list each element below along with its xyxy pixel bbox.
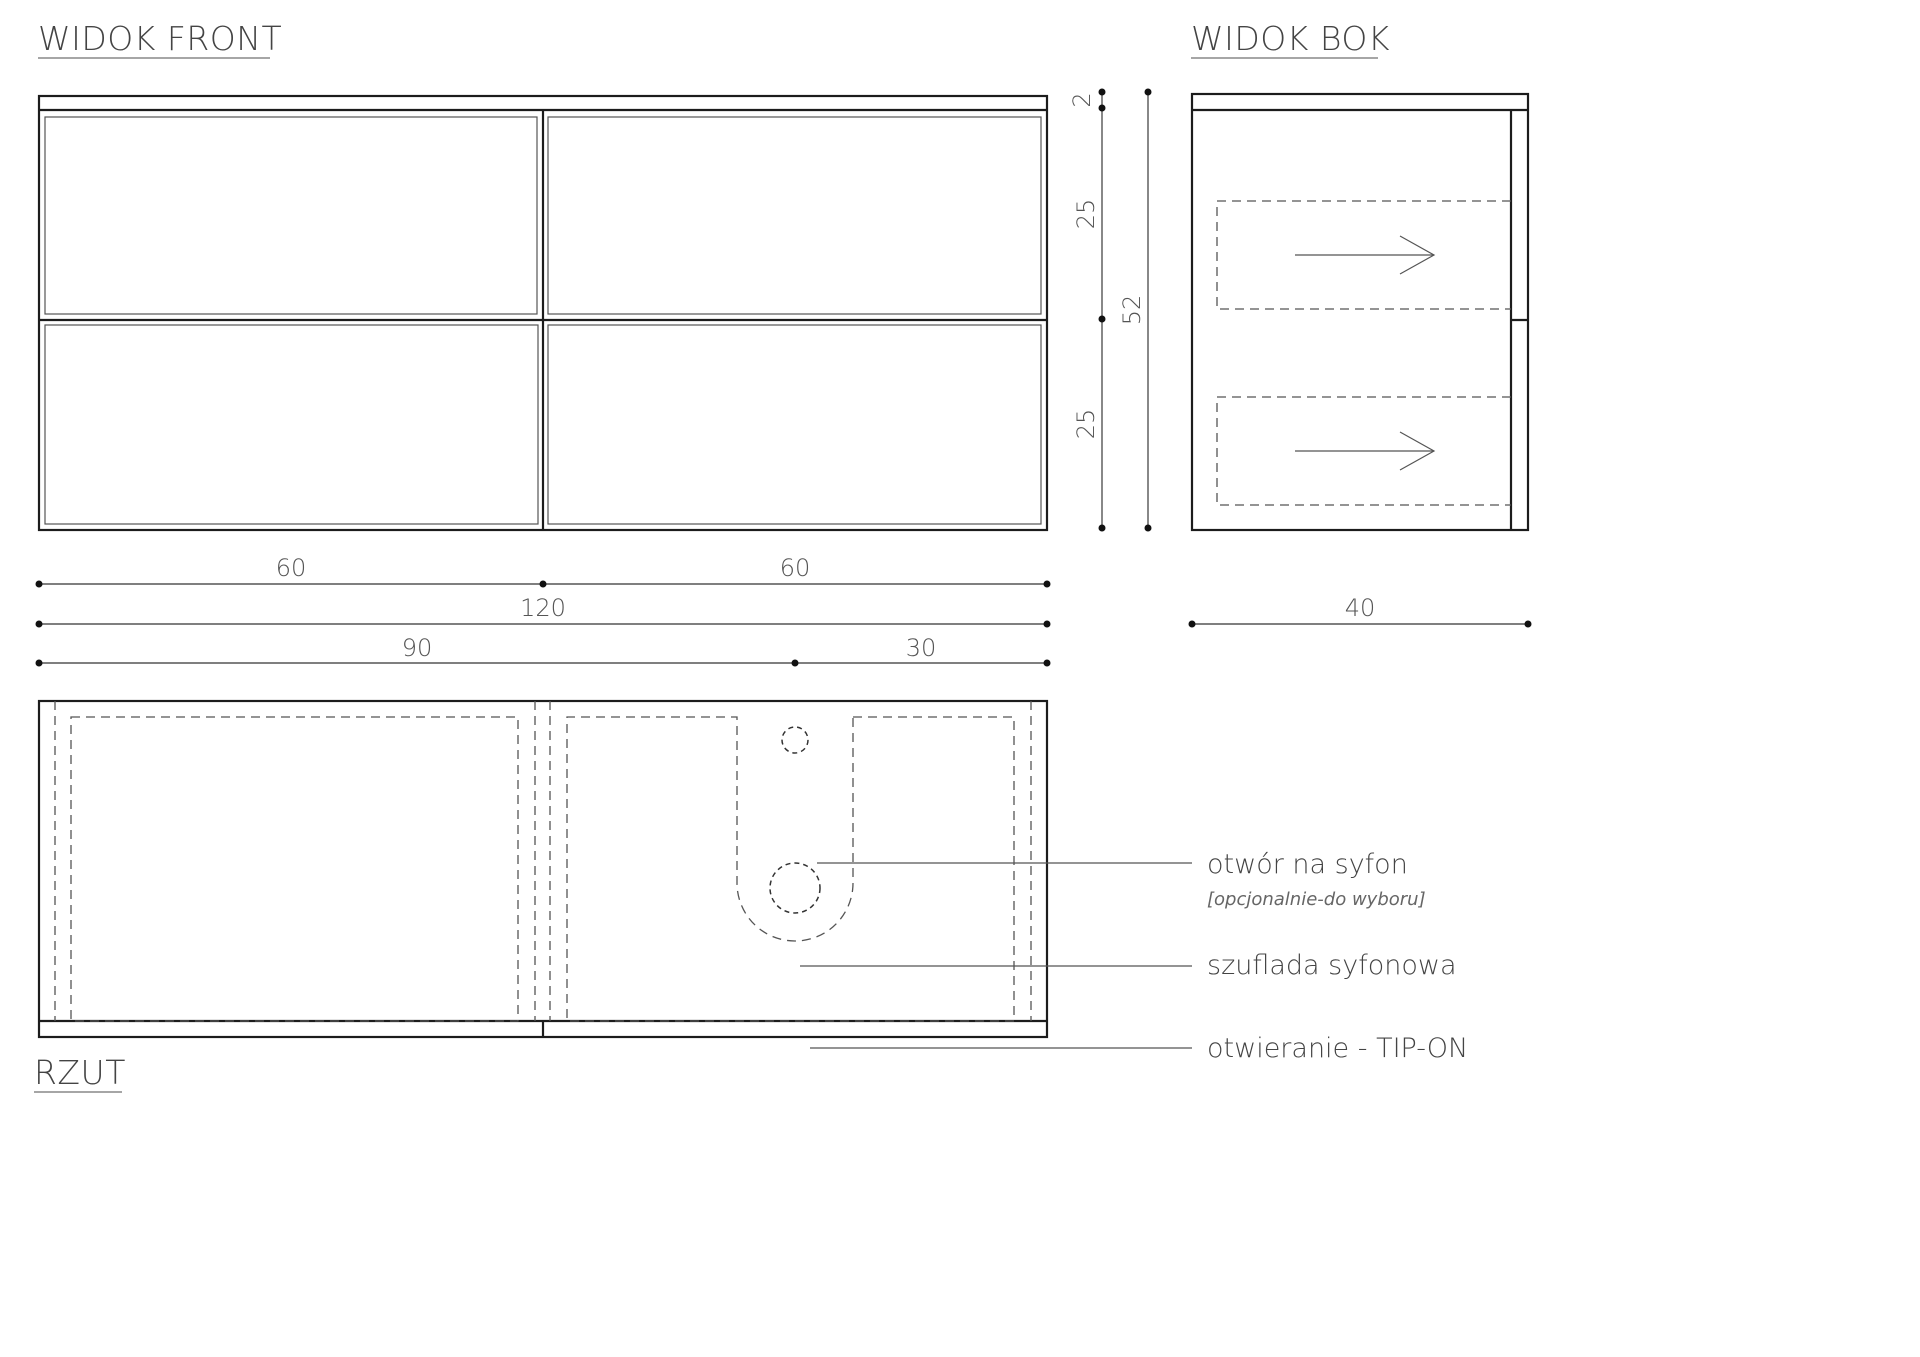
dim-tick	[35, 620, 43, 628]
technical-drawing: WIDOK FRONT 60 60 120 90 30	[34, 19, 1532, 1093]
dim-tick	[1043, 580, 1051, 588]
side-view: WIDOK BOK 40	[1188, 19, 1532, 628]
side-cabinet-outline	[1190, 92, 1530, 532]
dim-split-right: 30	[906, 634, 937, 662]
callout-siphon-drawer: szuflada syfonowa	[1207, 950, 1457, 981]
side-view-heading: WIDOK BOK	[1191, 19, 1390, 58]
drawer-front-top-right	[547, 116, 1042, 315]
dim-drawer-lower-height: 25	[1072, 409, 1100, 440]
callout-siphon-hole-note: [opcjonalnie-do wyboru]	[1207, 889, 1426, 910]
siphon-hole-small-icon	[781, 726, 809, 754]
dim-tick	[1188, 620, 1196, 628]
dim-split-left: 90	[402, 634, 433, 662]
dim-tick	[539, 580, 547, 588]
front-view: WIDOK FRONT	[37, 19, 1049, 532]
dim-drawer-upper-height: 25	[1072, 199, 1100, 230]
dim-tick	[1144, 88, 1152, 96]
callouts: otwór na syfon [opcjonalnie-do wyboru] s…	[800, 849, 1468, 1064]
front-view-heading: WIDOK FRONT	[38, 19, 282, 58]
height-dimensions: 2 25 25 52	[1068, 88, 1152, 532]
dim-top-thickness: 2	[1068, 92, 1096, 107]
arrow-right-icon	[1295, 235, 1436, 275]
drawer-front-bottom-right	[547, 324, 1042, 525]
dim-side-depth: 40	[1345, 594, 1376, 622]
plan-view-heading: RZUT	[34, 1053, 126, 1092]
dim-front-drawer-left: 60	[276, 554, 307, 582]
dim-total-height: 52	[1118, 295, 1146, 326]
plan-view: RZUT	[34, 699, 1049, 1093]
dim-tick	[1098, 524, 1106, 532]
siphon-hole-large-icon	[769, 862, 821, 914]
side-drawer-lower-hidden	[1216, 396, 1511, 506]
dim-tick	[1098, 104, 1106, 112]
dim-tick	[35, 580, 43, 588]
front-width-dimensions: 60 60 120 90 30	[35, 554, 1051, 667]
callout-siphon-hole: otwór na syfon	[1207, 849, 1408, 880]
arrow-right-icon	[1295, 431, 1436, 471]
dim-tick	[1043, 659, 1051, 667]
dim-front-drawer-right: 60	[780, 554, 811, 582]
dim-tick	[1098, 88, 1106, 96]
plan-cabinet-outline	[37, 699, 1049, 1039]
plan-siphon-drawer-hidden	[566, 716, 1015, 1022]
side-drawer-upper-hidden	[1216, 200, 1511, 310]
plan-left-drawer-hidden	[70, 716, 519, 1022]
dim-tick	[791, 659, 799, 667]
dim-tick	[1098, 315, 1106, 323]
dim-front-total: 120	[520, 594, 566, 622]
dim-tick	[1043, 620, 1051, 628]
dim-tick	[35, 659, 43, 667]
drawer-front-bottom-left	[44, 324, 539, 525]
drawer-front-top-left	[44, 116, 538, 315]
callout-opening: otwieranie - TIP-ON	[1207, 1033, 1468, 1064]
dim-tick	[1524, 620, 1532, 628]
dim-tick	[1144, 524, 1152, 532]
